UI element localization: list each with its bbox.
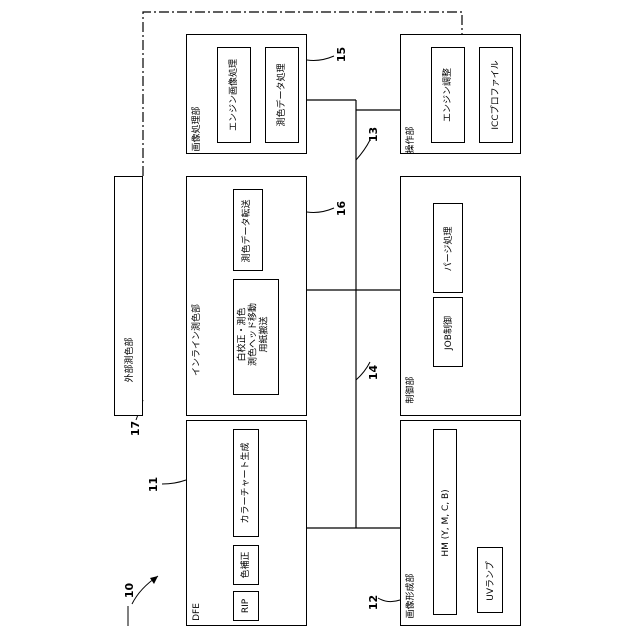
chart-generation-box: カラーチャート生成 [233,429,259,537]
color-correction-box: 色補正 [233,545,259,585]
uv-lamp-box: UVランプ [477,547,503,613]
control-box: 制御部 パージ処理 JOB制御 [400,176,521,416]
purge-label: パージ処理 [444,204,454,294]
image-forming-label: 画像形成部 [406,556,416,636]
chart-generation-label: カラーチャート生成 [241,431,251,535]
ref-16: 16 [335,201,348,216]
icc-profile-label: ICCプロファイル [491,48,501,142]
ref-17: 17 [129,421,142,436]
ref-12: 12 [367,595,380,610]
engine-image-proc-box: エンジン画像処理 [217,47,251,143]
hm-box: HM (Y, M, C, B) [433,429,457,615]
icc-profile-box: ICCプロファイル [479,47,513,143]
image-forming-box: 画像形成部 HM (Y, M, C, B) UVランプ [400,420,521,626]
operation-box: 操作部 エンジン調整 ICCプロファイル [400,34,521,154]
uv-lamp-label: UVランプ [486,548,496,614]
engine-image-proc-label: エンジン画像処理 [229,48,239,142]
job-control-box: JOB制御 [433,297,463,367]
color-correction-label: 色補正 [241,541,251,589]
inline-measurement-box: インライン測色部 白校正・測色 測色ヘッド移動 用紙搬送 測色データ転送 [186,176,307,416]
image-processing-box: 画像処理部 エンジン画像処理 測色データ処理 [186,34,307,154]
inline-sub-label-1: 白校正・測色 測色ヘッド移動 用紙搬送 [238,280,271,390]
external-measurement-box: 外部測色部 [114,176,143,416]
meas-data-proc-box: 測色データ処理 [265,47,299,143]
inline-sub-box-1: 白校正・測色 測色ヘッド移動 用紙搬送 [233,279,279,395]
dfe-box: DFE RIP 色補正 カラーチャート生成 [186,420,307,626]
engine-adjust-label: エンジン調整 [443,48,453,142]
inline-measurement-label: インライン測色部 [192,290,202,390]
image-processing-label: 画像処理部 [192,89,202,169]
ref-13: 13 [367,127,380,142]
rip-label: RIP [241,586,251,626]
rip-box: RIP [233,591,259,621]
engine-adjust-box: エンジン調整 [431,47,465,143]
ref-11: 11 [147,477,160,492]
purge-box: パージ処理 [433,203,463,293]
control-label: 制御部 [406,360,416,420]
external-measurement-label: 外部測色部 [125,315,135,405]
inline-sub-box-2: 測色データ転送 [233,189,263,271]
hm-label: HM (Y, M, C, B) [441,463,451,583]
ref-15: 15 [335,47,348,62]
figure-ref-number: 10 [123,583,136,598]
ref-14: 14 [367,365,380,380]
job-control-label: JOB制御 [444,293,454,373]
dfe-label: DFE [192,592,202,632]
operation-label: 操作部 [406,110,416,170]
inline-sub-label-2: 測色データ転送 [242,191,252,271]
meas-data-proc-label: 測色データ処理 [277,48,287,142]
